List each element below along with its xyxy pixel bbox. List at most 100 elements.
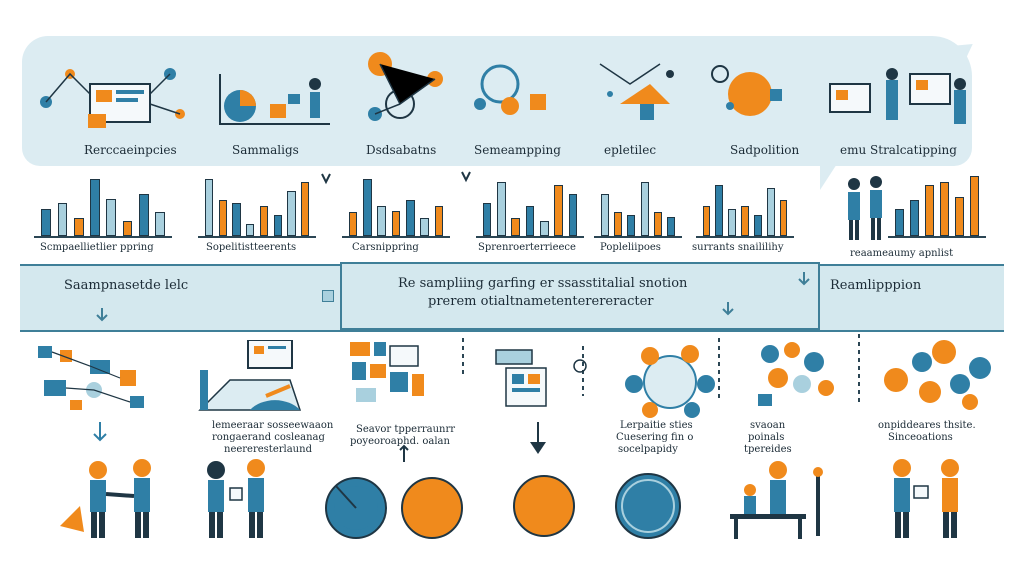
bar	[363, 179, 372, 236]
bar	[779, 200, 788, 236]
bottom-label-2-line2: poyeoroaphd. oalan	[350, 436, 450, 447]
bar	[218, 200, 227, 236]
desk-workers-6	[730, 461, 823, 539]
square-marker	[322, 290, 334, 302]
bottom-label-5-line2: Sinceoations	[888, 432, 953, 443]
chart-label-7: reaameaumy apnlist	[850, 248, 954, 259]
bar-chart-3	[342, 176, 450, 238]
circle-orange-4	[513, 475, 575, 537]
band-center-line2: prerem otialtnametenterereracter	[428, 294, 654, 309]
bar-chart-4	[476, 176, 584, 238]
dashed-divider	[858, 334, 860, 404]
bar	[511, 218, 520, 236]
bar	[910, 200, 919, 236]
bar	[73, 218, 84, 236]
dashed-divider	[462, 338, 464, 378]
dashboard-illustration-b	[198, 340, 302, 411]
bottom-label-4-line1: svaoan	[750, 420, 786, 431]
bottom-label-3-line2: Cuesering fin o	[616, 432, 694, 443]
top-label-4: Semeampping	[474, 143, 561, 157]
chart-axis	[342, 236, 450, 238]
two-people-handshake-1	[60, 459, 151, 538]
bar	[925, 185, 934, 236]
chart-label-6: surrants snaililihy	[692, 242, 784, 253]
bar	[138, 194, 149, 236]
bar	[122, 221, 133, 236]
dashed-divider	[718, 338, 720, 398]
two-people-boxes-7	[893, 459, 959, 538]
top-label-2: Sammaligs	[232, 143, 299, 157]
bar-chart-2	[198, 176, 316, 238]
down-arrow-icon	[93, 422, 107, 442]
chart-axis	[34, 236, 172, 238]
bar	[525, 206, 535, 236]
chart-label-5: Popleliipoes	[600, 242, 661, 253]
bar	[155, 212, 165, 236]
bar	[940, 182, 949, 236]
bottom-label-2-line1: Seavor tpperraunrr	[356, 424, 456, 435]
two-people-exchange-2	[207, 459, 265, 538]
down-arrow-icon	[96, 308, 108, 322]
bottom-label-1-line1: lemeeraar sosseewaaon	[212, 420, 334, 431]
circle-teal-5	[615, 473, 681, 539]
bottom-illustrations	[60, 459, 959, 539]
circle-network-illustration-e	[625, 345, 715, 418]
bar	[57, 203, 68, 236]
network-illustration-4	[474, 64, 546, 115]
chart-axis	[594, 236, 682, 238]
down-arrow-icon	[798, 272, 810, 286]
bar	[702, 206, 711, 236]
chart-axis	[696, 236, 794, 238]
two-people-illustration	[848, 176, 882, 240]
bar	[497, 182, 506, 236]
chart-label-2: Sopelitistteerents	[206, 242, 297, 253]
bottom-label-1-line3: neereresterlaund	[224, 444, 312, 455]
bar	[348, 212, 358, 236]
down-arrow-icon	[530, 422, 546, 454]
bar	[540, 221, 549, 236]
bar	[614, 212, 622, 236]
up-arrow-icon	[399, 444, 409, 462]
band-right-text: Reamlipppion	[830, 278, 922, 293]
bubble-illustration-f	[758, 342, 834, 406]
bar	[259, 206, 268, 236]
banner-tail	[820, 150, 846, 190]
band-center-line1: Re sampliing garfing er ssasstitalial sn…	[398, 276, 688, 291]
bar	[754, 215, 762, 236]
bottom-label-1-line2: rongaerand cosleanag	[212, 432, 325, 443]
chart-axis	[198, 236, 316, 238]
top-label-5: epletilec	[604, 143, 657, 157]
chart-label-1: Scmpaellietlier ppring	[40, 242, 154, 253]
network-illustration-1	[40, 68, 185, 128]
bar	[600, 194, 609, 236]
top-illustrations	[40, 52, 966, 128]
grid-illustration-c	[350, 342, 424, 402]
top-label-7: emu Stralcatipping	[840, 143, 957, 157]
bar	[482, 203, 492, 236]
chart-axis	[888, 236, 986, 238]
bar	[273, 215, 282, 236]
center-band-box	[340, 262, 820, 330]
bar	[667, 216, 676, 236]
bar	[715, 185, 724, 236]
bar	[204, 179, 213, 236]
data-illustration-5	[599, 63, 674, 120]
person-illustration-6	[711, 65, 782, 116]
bar	[420, 218, 429, 236]
bar	[654, 212, 662, 236]
band-divider	[818, 262, 820, 330]
bar	[301, 182, 310, 236]
bar	[246, 224, 255, 236]
band-left-text: Saampnasetde lelc	[64, 278, 189, 293]
chart-label-3: Carsnippring	[352, 242, 419, 253]
bar	[434, 206, 444, 236]
chart-label-4: Sprenroerterrieece	[478, 242, 576, 253]
bar	[728, 209, 736, 236]
bar	[377, 206, 386, 236]
circle-pair-3	[325, 477, 463, 539]
down-arrow-icon	[722, 302, 734, 316]
machine-illustration-d	[495, 349, 587, 407]
bar-chart-1	[34, 176, 172, 238]
top-label-3: Dsdsabatns	[366, 143, 437, 157]
bar	[90, 179, 100, 236]
